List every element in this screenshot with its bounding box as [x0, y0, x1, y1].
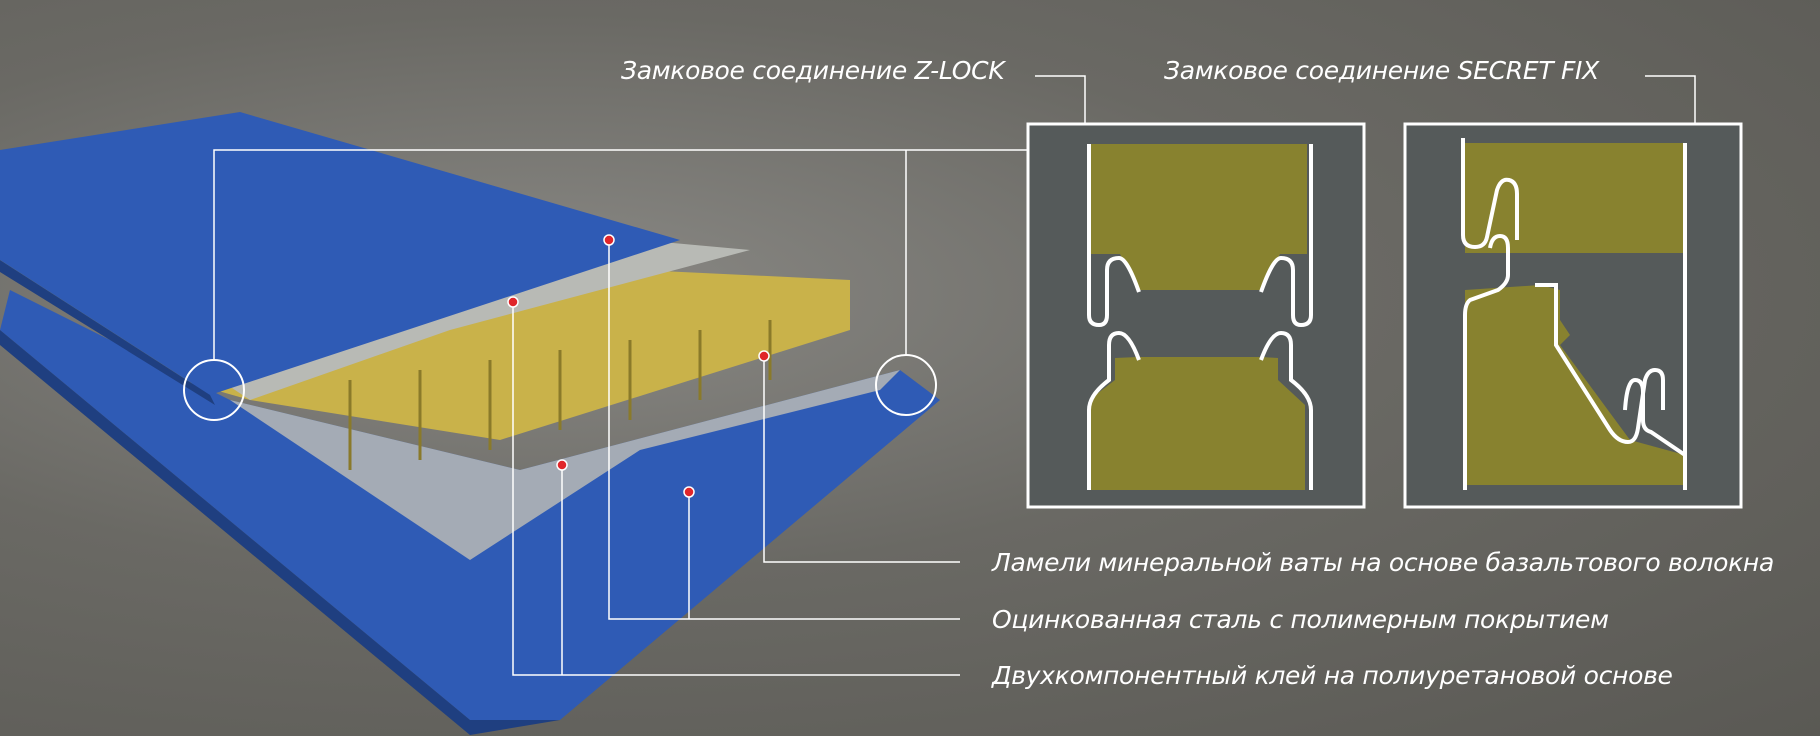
label-polyurethane-glue: Двухкомпонентный клей на полиуретановой … [992, 661, 1673, 690]
mineral-wool [0, 250, 850, 440]
zlock-title: Замковое соединение Z-LOCK [621, 56, 1005, 85]
marker-dots [507, 234, 770, 498]
top-steel-sheet [0, 112, 680, 395]
secretfix-title: Замковое соединение SECRET FIX [1164, 56, 1599, 85]
zlock-joint-diagram [1026, 122, 1366, 509]
label-galvanized-steel: Оцинкованная сталь с полимерным покрытие… [992, 605, 1609, 634]
label-mineral-wool: Ламели минеральной ваты на основе базаль… [992, 548, 1774, 577]
secretfix-joint-diagram [1403, 122, 1743, 509]
